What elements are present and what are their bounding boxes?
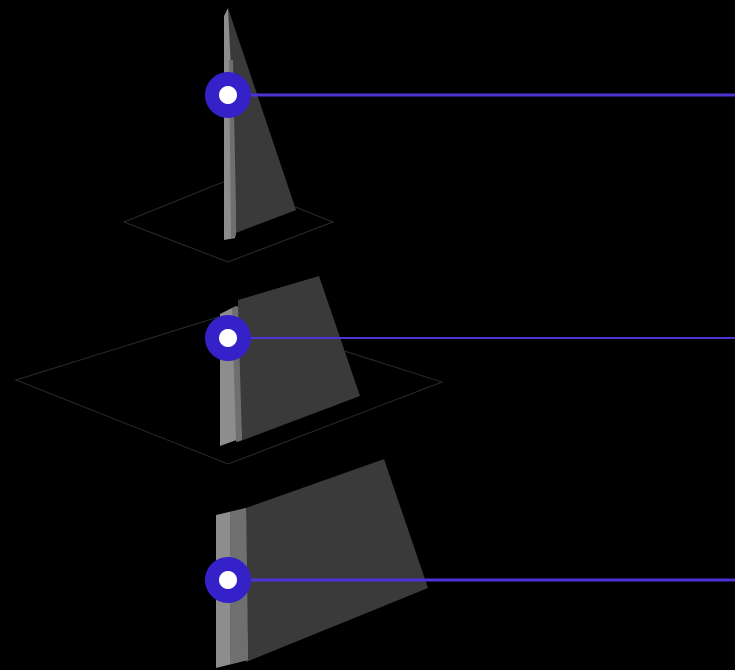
middle-panel	[238, 276, 360, 442]
marker-bottom-center[interactable]	[219, 571, 237, 589]
top-plate-outline	[122, 179, 335, 263]
marker-middle[interactable]	[205, 315, 251, 361]
marker-bottom[interactable]	[205, 557, 251, 603]
marker-middle-center[interactable]	[219, 329, 237, 347]
bottom-panel	[246, 459, 428, 662]
marker-top-center[interactable]	[219, 86, 237, 104]
section-top	[122, 8, 335, 263]
top-panel	[228, 8, 296, 236]
marker-top[interactable]	[205, 72, 251, 118]
middle-plate-outline	[14, 313, 444, 465]
